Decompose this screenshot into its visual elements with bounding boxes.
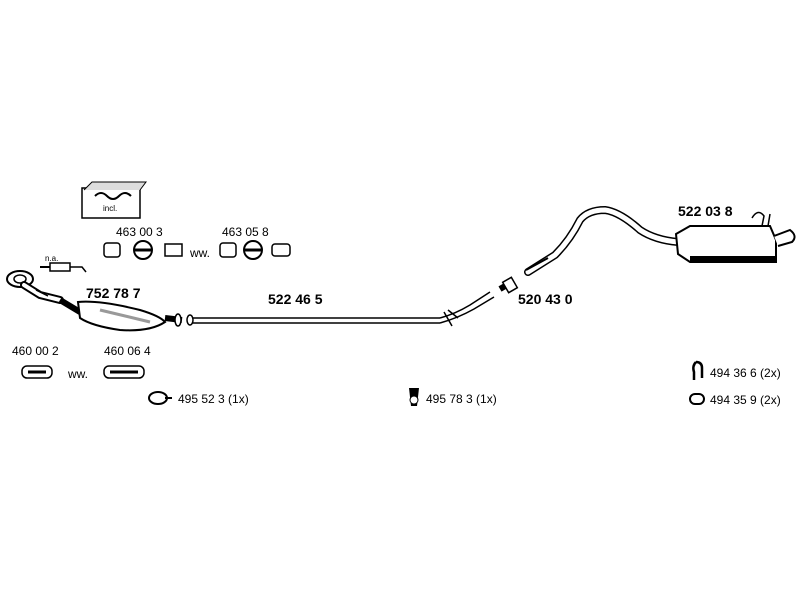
incl-kit-box	[81, 181, 147, 219]
rubber-mount-icon	[409, 388, 419, 406]
gasket-kit-a	[21, 365, 53, 379]
label-ww-bottom: ww.	[68, 367, 89, 381]
connector-pipe	[498, 276, 519, 294]
part-number-522038: 522 03 8	[678, 203, 733, 219]
part-number-460064: 460 06 4	[104, 344, 151, 358]
part-number-522465: 522 46 5	[268, 291, 323, 307]
hanger-ring-icon	[689, 393, 705, 405]
middle-pipe	[186, 291, 495, 327]
label-ww-top: ww.	[190, 246, 211, 260]
oxygen-sensor	[40, 262, 87, 273]
label-incl: incl.	[103, 204, 118, 213]
part-number-495523: 495 52 3 (1x)	[178, 392, 249, 406]
part-number-494366: 494 36 6 (2x)	[710, 366, 781, 380]
part-number-460002: 460 00 2	[12, 344, 59, 358]
part-number-520430: 520 43 0	[518, 291, 573, 307]
rear-silencer	[524, 205, 796, 276]
front-pipe-catalyst	[6, 270, 183, 332]
gasket-kit-b	[103, 365, 145, 379]
clamp-ring-icon	[148, 391, 172, 405]
clamp-kit-b	[219, 240, 291, 260]
label-na: n.a.	[45, 254, 59, 263]
part-number-495783: 495 78 3 (1x)	[426, 392, 497, 406]
part-number-463058: 463 05 8	[222, 225, 269, 239]
part-number-494359: 494 35 9 (2x)	[710, 393, 781, 407]
part-number-752787: 752 78 7	[86, 285, 141, 301]
hanger-hook-icon	[692, 360, 704, 380]
part-number-463003: 463 00 3	[116, 225, 163, 239]
clamp-kit-a	[103, 240, 183, 260]
